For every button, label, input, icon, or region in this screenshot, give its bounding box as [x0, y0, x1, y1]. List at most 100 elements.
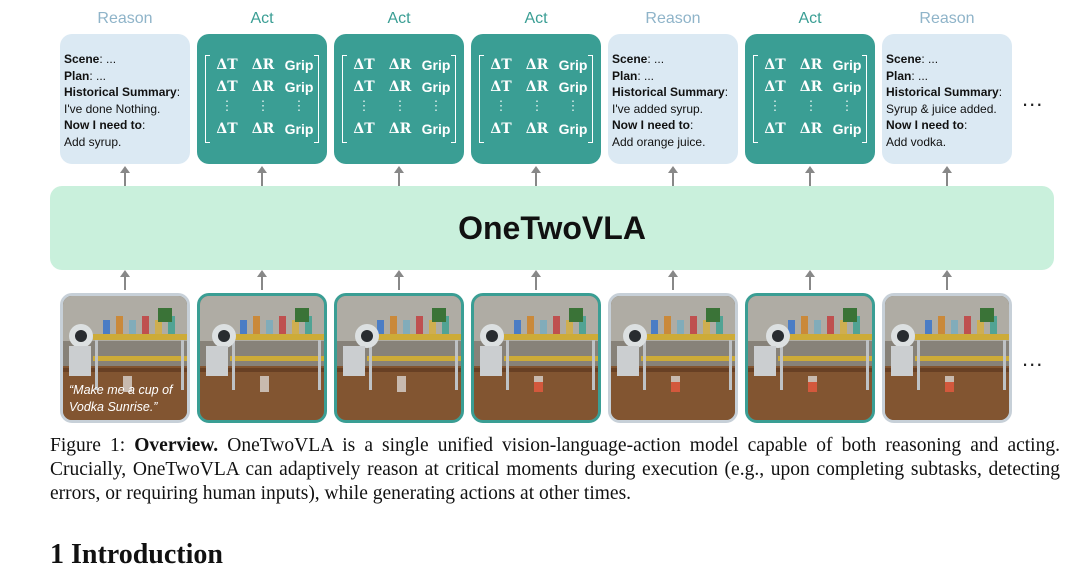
matrix-cell: ΔR [251, 79, 275, 95]
caption-text: OneTwoVLA is a single unified vision-lan… [50, 435, 1060, 504]
caption-bold: Overview. [134, 435, 219, 456]
kitchen-scene-illustration [474, 296, 598, 420]
history-colon: : [998, 85, 1003, 99]
matrix-dots: ⋮ [292, 98, 306, 113]
up-arrow-icon [531, 270, 541, 290]
history-colon: : [724, 85, 729, 99]
column-label-reason: Reason [97, 10, 153, 27]
kitchen-scene-illustration [748, 296, 872, 420]
scene-value: : ... [647, 52, 665, 66]
matrix-cell: ΔR [388, 57, 412, 73]
kitchen-scene-illustration [63, 296, 187, 420]
column-label-act: Act [387, 10, 411, 27]
matrix-dots: ⋮ [768, 98, 782, 113]
scene-image [197, 293, 327, 423]
scene-value: : ... [921, 52, 939, 66]
matrix-cell: ΔT [353, 121, 375, 137]
scene-image [608, 293, 738, 423]
matrix-cell: ΔT [216, 121, 238, 137]
kitchen-scene-illustration [611, 296, 735, 420]
up-arrow-icon [942, 270, 952, 290]
matrix-cell: ΔR [799, 121, 823, 137]
plan-value: : ... [89, 68, 107, 83]
need-label: Now I need to [64, 118, 142, 132]
column-label-reason: Reason [645, 10, 701, 27]
history-colon: : [176, 85, 181, 99]
up-arrow-icon [531, 166, 541, 186]
model-name: OneTwoVLA [458, 209, 646, 246]
ellipsis: ... [1022, 86, 1044, 111]
scene-image [882, 293, 1012, 423]
matrix-cell: ΔT [764, 57, 786, 73]
matrix-cell: ΔT [216, 57, 238, 73]
need-colon: : [964, 118, 968, 132]
figure-caption: Figure 1: Overview. OneTwoVLA is a singl… [50, 434, 1060, 506]
matrix-cell: ΔR [525, 57, 549, 73]
scene-image: “Make me a cup of Vodka Sunrise.” [60, 293, 190, 423]
need-label: Now I need to [886, 118, 964, 132]
need-value: Add vodka. [886, 134, 947, 149]
caption-prefix: Figure 1: [50, 435, 135, 456]
matrix-cell: Grip [421, 57, 451, 73]
matrix-dots: ⋮ [256, 98, 270, 113]
history-value: Syrup & juice added. [886, 101, 997, 116]
matrix-cell: ΔR [388, 79, 412, 95]
matrix-dots: ⋮ [393, 98, 407, 113]
plan-value: : ... [911, 68, 929, 83]
matrix-dots: ⋮ [530, 98, 544, 113]
scene-image [745, 293, 875, 423]
matrix-cell: ΔT [490, 121, 512, 137]
matrix-bracket-right [588, 55, 593, 143]
history-value: I've added syrup. [612, 101, 704, 116]
matrix-dots: ⋮ [804, 98, 818, 113]
matrix-dots: ⋮ [357, 98, 371, 113]
matrix-bracket-left [753, 55, 758, 143]
up-arrow-icon [394, 270, 404, 290]
matrix-bracket-left [342, 55, 347, 143]
scene-image [471, 293, 601, 423]
up-arrow-icon [257, 270, 267, 290]
history-value: I've done Nothing. [64, 101, 161, 116]
matrix-bracket-right [451, 55, 456, 143]
plan-value: : ... [637, 68, 655, 83]
history-label: Historical Summary [886, 85, 999, 99]
section-heading: 1 Introduction [50, 539, 223, 570]
matrix-cell: Grip [421, 79, 451, 95]
plan-label: Plan [612, 68, 638, 83]
scene-value: : ... [99, 52, 117, 66]
column-label-act: Act [798, 10, 822, 27]
up-arrow-icon [805, 166, 815, 186]
matrix-cell: Grip [284, 57, 314, 73]
column-label-reason: Reason [919, 10, 975, 27]
kitchen-scene-illustration [885, 296, 1009, 420]
kitchen-scene-illustration [337, 296, 461, 420]
matrix-cell: ΔT [353, 57, 375, 73]
matrix-cell: Grip [284, 79, 314, 95]
up-arrow-icon [120, 166, 130, 186]
matrix-cell: Grip [558, 121, 588, 137]
matrix-dots: ⋮ [429, 98, 443, 113]
up-arrow-icon [257, 166, 267, 186]
matrix-bracket-right [314, 55, 319, 143]
matrix-cell: Grip [832, 57, 862, 73]
need-value: Add syrup. [64, 134, 122, 149]
plan-label: Plan [64, 68, 90, 83]
need-label: Now I need to [612, 118, 690, 132]
up-arrow-icon [394, 166, 404, 186]
matrix-cell: ΔR [799, 79, 823, 95]
matrix-cell: ΔR [799, 57, 823, 73]
scene-label: Scene [612, 52, 648, 66]
reason-block: Scene: ... Plan: ... Historical Summary:… [882, 34, 1012, 164]
matrix-cell: ΔR [525, 79, 549, 95]
matrix-cell: ΔR [251, 57, 275, 73]
model-bar: OneTwoVLA [50, 186, 1054, 270]
matrix-cell: ΔR [388, 121, 412, 137]
scene-image [334, 293, 464, 423]
